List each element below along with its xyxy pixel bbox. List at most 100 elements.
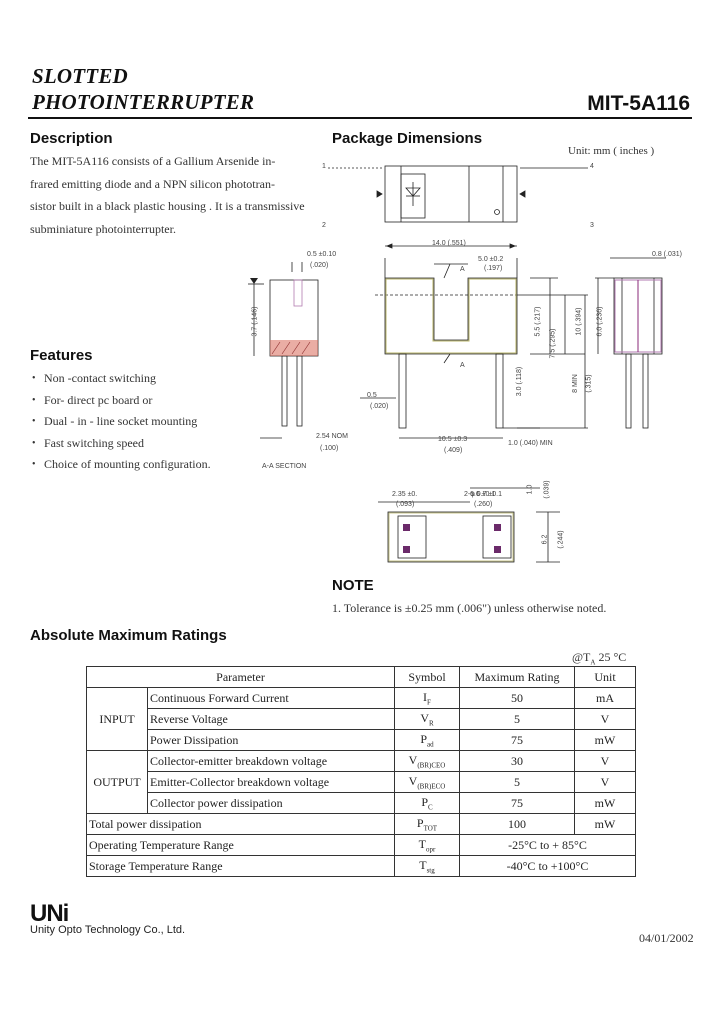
symbol-cell: IF [394, 687, 460, 709]
table-row: OUTPUT Collector-emitter breakdown volta… [86, 750, 636, 814]
value-cell: 50 [459, 687, 575, 709]
dim-h4: 3.0 (.118) [516, 366, 524, 397]
pin-label-3: 3 [590, 222, 594, 229]
ratings-condition: @TA 25 °C [572, 650, 626, 666]
dim-b2-in: (.260) [474, 501, 493, 508]
description-line: The MIT-5A116 consists of a Gallium Arse… [30, 154, 276, 168]
table-header-row: Parameter Symbol Maximum Rating Unit [86, 666, 636, 688]
table-row: Power Dissipation Pad 75 mW [87, 729, 636, 751]
param-cell: Total power dissipation [86, 813, 395, 835]
features-heading: Features [30, 347, 93, 364]
feature-item: For- direct pc board or [30, 390, 270, 412]
dim-h2: 7.5 (.295) [549, 328, 557, 359]
dim-b1-in: (.093) [396, 501, 415, 508]
table-row: Storage Temperature Range Tstg -40°C to … [86, 855, 636, 877]
description-heading: Description [30, 130, 113, 147]
section-pin-2 [296, 355, 303, 427]
param-cell: Power Dissipation [147, 729, 395, 751]
symbol-cell: VR [394, 708, 460, 730]
package-heading: Package Dimensions [332, 130, 483, 147]
dim-nominal-pitch: 2.54 NOM [316, 433, 348, 440]
symbol-cell: PTOT [394, 813, 460, 835]
front-view-body [384, 277, 518, 355]
group-input: INPUT [86, 687, 148, 751]
dim-hole: 2-φ 0.7 ±0.1 [464, 491, 502, 498]
pin-index-circle [494, 209, 500, 215]
param-cell: Reverse Voltage [147, 708, 395, 730]
unit-cell: V [574, 750, 636, 772]
side-pin-2 [642, 353, 649, 429]
dim-slot-width-in: (.197) [484, 265, 503, 272]
header-max-rating: Maximum Rating [459, 666, 575, 688]
group-output: OUTPUT [86, 750, 148, 814]
header-unit: Unit [574, 666, 636, 688]
title-line-2: PHOTOINTERRUPTER [32, 90, 255, 114]
feature-item: Dual - in - line socket mounting [30, 411, 270, 433]
pin-right [495, 353, 504, 429]
value-cell: -40°C to +100°C [459, 855, 636, 877]
value-cell: 75 [459, 729, 575, 751]
dim-min-length: 1.0 (.040) MIN [508, 440, 553, 447]
section-label: A-A SECTION [262, 463, 307, 470]
ratings-heading: Absolute Maximum Ratings [30, 627, 227, 644]
dim-slot-width: 5.0 ±0.2 [478, 256, 504, 263]
note-heading: NOTE [332, 577, 374, 594]
unit-cell: mW [574, 792, 636, 814]
param-cell: Continuous Forward Current [147, 687, 395, 709]
symbol-cell: Tstg [394, 855, 460, 877]
dim-b3-in: (.039) [543, 480, 551, 499]
dim-h3: 10 (.394) [575, 307, 583, 336]
table-row: INPUT Continuous Forward Current IF 50 m… [86, 687, 636, 751]
symbol-cell: Pad [394, 729, 460, 751]
dim-b2: 6.6 ±0.1 [470, 491, 496, 498]
unit-cell: mW [574, 729, 636, 751]
side-view-body [613, 277, 663, 355]
header-parameter: Parameter [86, 666, 395, 688]
table-row: Emitter-Collector breakdown voltage V(BR… [87, 771, 636, 793]
model-number: MIT-5A116 [587, 92, 690, 115]
ratings-table: Parameter Symbol Maximum Rating Unit INP… [86, 666, 636, 877]
dim-pin-square-in: (.020) [370, 403, 389, 410]
param-cell: Emitter-Collector breakdown voltage [147, 771, 395, 793]
description-line: sistor built in a black plastic housing … [30, 199, 305, 213]
section-drawing [248, 262, 319, 439]
unit-cell: mW [574, 813, 636, 835]
param-cell: Storage Temperature Range [86, 855, 395, 877]
document-date: 04/01/2002 [639, 931, 694, 945]
description-line: frared emitting diode and a NPN silicon … [30, 176, 275, 191]
unit-cell: V [574, 771, 636, 793]
param-cell: Operating Temperature Range [86, 834, 395, 856]
value-cell: 5 [459, 708, 575, 730]
dim-nominal-pitch-in: (.100) [320, 445, 339, 452]
dim-d1-in: (.020) [310, 262, 329, 269]
feature-item: Fast switching speed [30, 433, 270, 455]
value-cell: -25°C to + 85°C [459, 834, 636, 856]
dim-h1: 5.5 (.217) [534, 306, 542, 337]
value-cell: 5 [459, 771, 575, 793]
description-line: subminiature photointerrupter. [30, 221, 176, 236]
dim-pin-length: 8 MIN [571, 374, 579, 393]
symbol-cell: PC [394, 792, 460, 814]
feature-item: Non -contact switching [30, 368, 270, 390]
feature-item: Choice of mounting configuration. [30, 454, 270, 476]
table-row: Operating Temperature Range Topr -25°C t… [86, 834, 636, 856]
condition-value: 25 °C [598, 650, 627, 664]
title-line-1: SLOTTED [32, 64, 128, 88]
dim-b3: 1.0 [526, 484, 534, 495]
pin-left [398, 353, 407, 429]
dim-width-top: 14.0 (.551) [432, 240, 466, 247]
condition-sub: A [590, 658, 596, 667]
dim-d1: 0.5 ±0.10 [307, 251, 337, 258]
pin-label-1: 1 [322, 163, 326, 170]
section-pin-1 [281, 355, 288, 427]
bottom-view-body [387, 511, 515, 563]
header-rule [28, 117, 692, 119]
side-pin [625, 353, 632, 429]
table-row: Reverse Voltage VR 5 V [87, 708, 636, 730]
dim-left-height: 3.7 (.146) [251, 306, 259, 337]
units-label: Unit: mm ( inches ) [568, 145, 655, 157]
dim-pin-length-in: (.315) [585, 374, 593, 393]
unit-cell: V [574, 708, 636, 730]
dim-pitch-in: (.409) [444, 447, 463, 454]
pin-label-2: 2 [322, 222, 326, 229]
